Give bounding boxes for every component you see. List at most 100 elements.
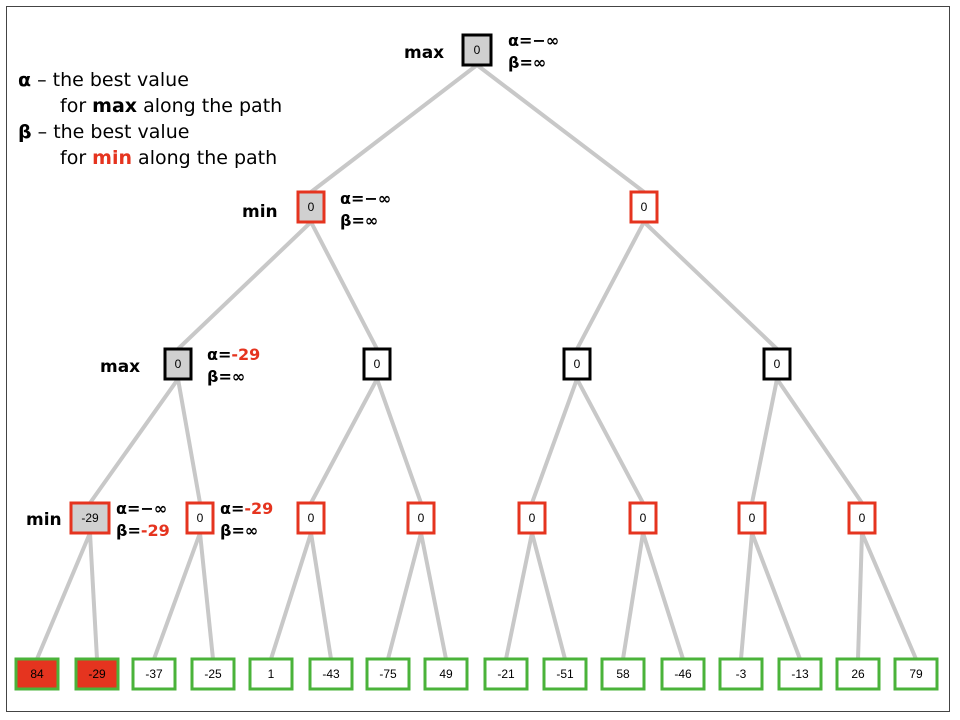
svg-text:α=−∞: α=−∞ xyxy=(340,189,391,208)
edge-n11-leaf-10 xyxy=(530,531,567,661)
leaf-node-15-value: 26 xyxy=(851,667,865,681)
level-label-min-3: min xyxy=(26,510,62,530)
max-node-root-value: 0 xyxy=(474,43,481,57)
edge-n2-n6 xyxy=(642,220,779,351)
leaf-node-12-value: -46 xyxy=(674,667,692,681)
edge-n3-n8 xyxy=(176,377,202,505)
min-node-n9-box xyxy=(296,501,326,535)
min-node-n13-box xyxy=(737,501,767,535)
edge-n9-leaf-5 xyxy=(269,531,313,661)
min-node-n11-box xyxy=(517,501,547,535)
edge-n8-leaf-3 xyxy=(152,531,202,661)
max-node-n6: 0 xyxy=(762,347,792,381)
svg-text:β=∞: β=∞ xyxy=(340,211,378,230)
leaf-node-11-value: 58 xyxy=(616,667,630,681)
edge-n14-leaf-16 xyxy=(860,531,918,661)
svg-text:β=∞: β=∞ xyxy=(508,53,546,72)
edge-n12-leaf-12 xyxy=(641,531,685,661)
edge-n13-leaf-14 xyxy=(750,531,802,661)
leaf-node-8-value: 49 xyxy=(439,667,453,681)
min-node-n8: 0 xyxy=(185,501,215,535)
tree-edges xyxy=(35,63,918,661)
max-node-n3-value: 0 xyxy=(175,357,182,371)
leaf-node-2-value: -29 xyxy=(88,667,106,681)
leaf-node-9-box xyxy=(483,657,529,691)
min-node-n14-box xyxy=(847,501,877,535)
edge-n11-leaf-9 xyxy=(504,531,534,661)
edge-root-n1 xyxy=(309,63,479,194)
annotation-n3: α=-29 β=∞ xyxy=(207,345,260,386)
edge-n4-n10 xyxy=(375,377,423,505)
max-node-n5: 0 xyxy=(562,347,592,381)
edge-n1-n4 xyxy=(309,220,379,351)
leaf-node-2: -29 xyxy=(74,657,120,691)
max-node-root-box xyxy=(461,33,493,67)
min-node-n10-value: 0 xyxy=(418,511,425,525)
min-node-n10-box xyxy=(406,501,436,535)
leaf-node-9-value: -21 xyxy=(497,667,515,681)
min-node-n8-box xyxy=(185,501,215,535)
max-node-n4: 0 xyxy=(362,347,392,381)
annotation-n7: α=−∞ β=-29 xyxy=(116,499,170,540)
min-node-n7-value: -29 xyxy=(81,511,99,525)
min-node-n9: 0 xyxy=(296,501,326,535)
leaf-node-4-value: -25 xyxy=(204,667,222,681)
leaf-node-7-box xyxy=(365,657,411,691)
min-node-n1: 0 xyxy=(296,190,326,224)
min-node-n7-box xyxy=(69,501,111,535)
leaf-node-16-value: 79 xyxy=(909,667,923,681)
edge-n8-leaf-4 xyxy=(198,531,215,661)
leaf-node-10: -51 xyxy=(542,657,588,691)
level-label-max-2: max xyxy=(100,357,140,377)
annotation-root: α=−∞ β=∞ xyxy=(508,31,559,72)
legend-alpha-line2: for max along the path xyxy=(60,95,282,117)
leaf-node-9: -21 xyxy=(483,657,529,691)
min-node-n12: 0 xyxy=(628,501,658,535)
min-node-n13: 0 xyxy=(737,501,767,535)
leaf-node-3: -37 xyxy=(131,657,177,691)
leaf-node-15-box xyxy=(835,657,881,691)
legend-beta-line1: β – the best value xyxy=(18,121,189,143)
svg-text:α=-29: α=-29 xyxy=(220,499,273,518)
edge-n3-n7 xyxy=(88,377,180,505)
leaf-node-3-box xyxy=(131,657,177,691)
min-node-n1-value: 0 xyxy=(308,200,315,214)
min-node-n11: 0 xyxy=(517,501,547,535)
max-node-n5-value: 0 xyxy=(574,357,581,371)
min-node-n8-value: 0 xyxy=(197,511,204,525)
leaf-node-12: -46 xyxy=(660,657,706,691)
leaf-node-1-value: 84 xyxy=(30,667,44,681)
leaf-node-11: 58 xyxy=(600,657,646,691)
edge-n7-leaf-1 xyxy=(35,531,92,661)
min-node-n14: 0 xyxy=(847,501,877,535)
legend: α – the best value for max along the pat… xyxy=(18,69,282,169)
leaf-node-16: 79 xyxy=(893,657,939,691)
leaf-node-14: -13 xyxy=(777,657,823,691)
leaf-node-6-value: -43 xyxy=(322,667,340,681)
svg-text:β=∞: β=∞ xyxy=(207,367,245,386)
leaf-node-6: -43 xyxy=(308,657,354,691)
min-node-n12-value: 0 xyxy=(640,511,647,525)
leaf-node-15: 26 xyxy=(835,657,881,691)
leaf-node-7-value: -75 xyxy=(379,667,397,681)
min-node-n14-value: 0 xyxy=(859,511,866,525)
leaf-node-16-box xyxy=(893,657,939,691)
leaf-node-1-box xyxy=(14,657,60,691)
leaf-node-11-box xyxy=(600,657,646,691)
leaf-node-13-box xyxy=(718,657,764,691)
leaf-node-1: 84 xyxy=(14,657,60,691)
svg-text:α=−∞: α=−∞ xyxy=(508,31,559,50)
edge-root-n2 xyxy=(475,63,646,194)
min-node-n10: 0 xyxy=(406,501,436,535)
max-node-root: 0 xyxy=(461,33,493,67)
edge-n14-leaf-15 xyxy=(856,531,864,661)
leaf-node-14-value: -13 xyxy=(791,667,809,681)
max-node-n6-value: 0 xyxy=(774,357,781,371)
svg-text:β=-29: β=-29 xyxy=(116,521,170,540)
min-node-n1-box xyxy=(296,190,326,224)
leaf-node-5-value: 1 xyxy=(268,667,275,681)
max-node-n4-value: 0 xyxy=(374,357,381,371)
edge-n6-n14 xyxy=(775,377,864,505)
edge-n5-n11 xyxy=(530,377,579,505)
